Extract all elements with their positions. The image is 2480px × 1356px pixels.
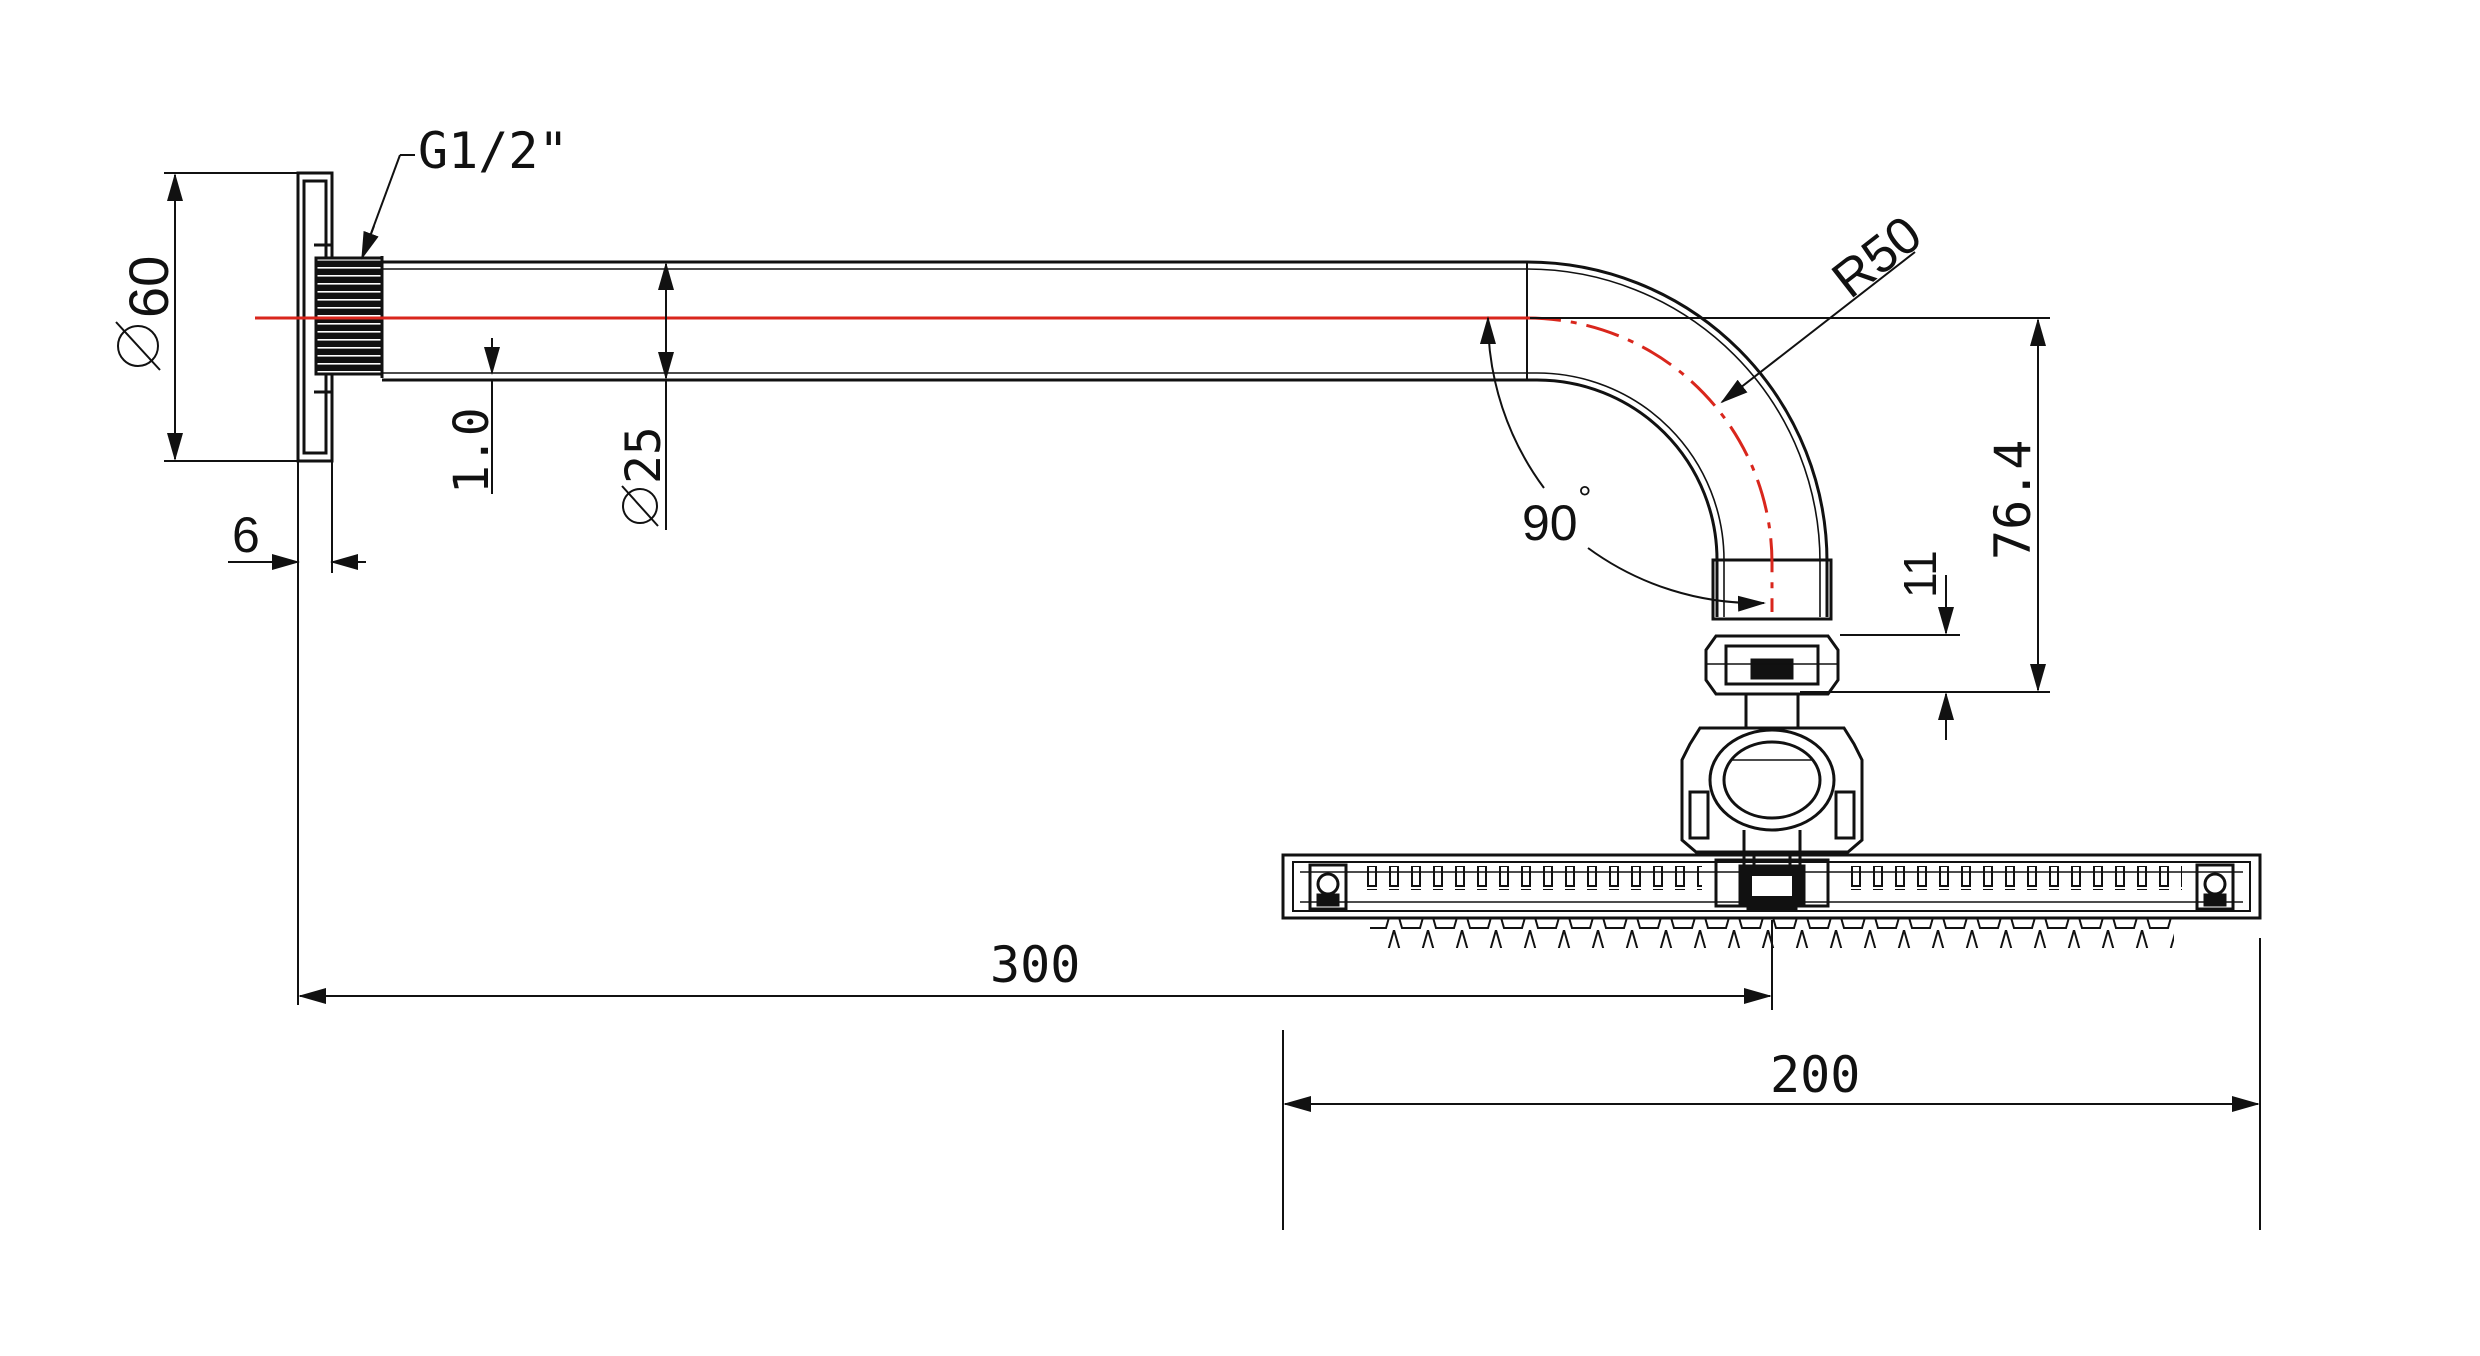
drop-height-label: 76.4 bbox=[1984, 440, 2042, 560]
degree-mark: ° bbox=[1578, 480, 1592, 518]
projection-label: 300 bbox=[990, 936, 1080, 994]
dim-flange-diameter bbox=[115, 172, 298, 462]
center-line bbox=[255, 316, 1774, 612]
dim-head-width bbox=[1282, 938, 2261, 1230]
dim-projection bbox=[298, 920, 1773, 1010]
thread-callout bbox=[361, 154, 415, 260]
nut-height-label: 11 bbox=[1894, 550, 1946, 598]
dim-bend-radius bbox=[1720, 251, 1916, 404]
wall-thickness-label: 1.0 bbox=[444, 407, 500, 494]
pipe-arm bbox=[382, 260, 1833, 621]
flange-thickness-label: 6 bbox=[232, 507, 260, 563]
dim-drop-height bbox=[1530, 317, 2050, 693]
flange-diameter-label: 60 bbox=[117, 256, 180, 318]
pipe-diameter-label: 25 bbox=[616, 426, 672, 484]
dim-pipe-diameter bbox=[621, 262, 674, 530]
dim-nut-height bbox=[1840, 575, 1960, 740]
head-width-label: 200 bbox=[1770, 1046, 1860, 1104]
bend-radius-label: R50 bbox=[1822, 205, 1933, 309]
thread-connector bbox=[314, 256, 384, 378]
dim-flange-thickness bbox=[228, 461, 366, 1005]
dim-bend-angle bbox=[1479, 316, 1766, 612]
bend-angle-label: 90 bbox=[1522, 495, 1578, 551]
thread-label: G1/2" bbox=[418, 122, 569, 180]
